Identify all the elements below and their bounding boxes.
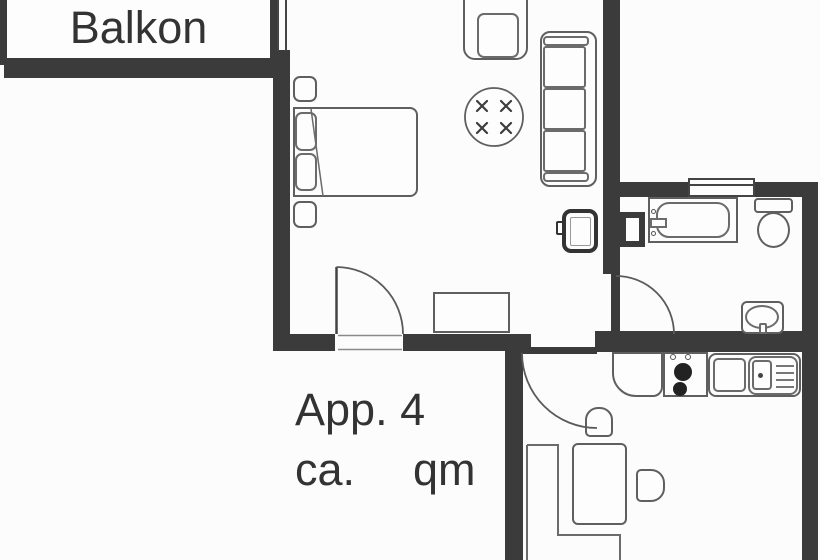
apartment-label: App. 4 [295, 384, 426, 435]
chair-icon [585, 407, 613, 437]
bathroom-window-icon [688, 178, 755, 197]
sofa-cushion-icon [543, 88, 586, 130]
wall-main-right [603, 0, 620, 274]
stove-burner-icon [673, 382, 687, 396]
tv-icon [562, 209, 598, 253]
bathtub-icon [656, 202, 730, 238]
wall-balcony-outer [4, 64, 285, 78]
stove-knob-icon [685, 354, 691, 360]
sofa-cushion-icon [543, 130, 586, 172]
bathroom-door-leaf [611, 274, 620, 335]
kitchen-cabinet-icon [713, 358, 746, 392]
desk-icon [572, 443, 627, 525]
nightstand-icon [293, 201, 317, 228]
kitchen-corner-unit-icon [612, 352, 663, 397]
faucet-icon [650, 218, 667, 228]
wall-bottom-b [403, 334, 531, 351]
balcony-door-window-icon [285, 0, 287, 51]
sofa-armrest-icon [543, 172, 589, 182]
stove-burner-icon [674, 363, 692, 381]
wall-bathroom-bottom [595, 331, 802, 352]
sofa-armrest-icon [543, 36, 589, 46]
area-prefix-label: ca. [295, 444, 356, 495]
chair-icon [636, 469, 665, 502]
faucet-handle-icon [651, 209, 656, 214]
wall-vertical-down [505, 348, 523, 560]
toilet-bowl-icon [757, 212, 790, 248]
bathroom-door-swing-icon [615, 275, 675, 335]
drainboard-line [776, 379, 794, 381]
stove-knob-icon [670, 354, 676, 360]
table-cross-marks [475, 99, 513, 135]
balcony-door-window-icon [277, 0, 279, 51]
balcony-outline: Balkon [0, 0, 277, 65]
sideboard-icon [433, 292, 510, 333]
kitchen-door-leaf [521, 347, 597, 354]
drainboard-line [776, 386, 794, 388]
area-unit-label: qm [413, 444, 476, 495]
nightstand-icon [293, 76, 317, 102]
installation-shaft-icon [620, 212, 645, 247]
pillow-icon [295, 153, 317, 191]
wall-bottom-a [273, 334, 335, 351]
armchair-seat-icon [477, 13, 519, 58]
entry-door-swing-icon [336, 266, 404, 335]
sofa-cushion-icon [543, 46, 586, 88]
wash-basin-tap-icon [759, 323, 767, 334]
wall-bathroom-top-left [618, 182, 688, 197]
round-dining-table-icon [464, 87, 524, 147]
balcony-label: Balkon [69, 2, 208, 53]
wall-left [273, 50, 290, 351]
wall-right [802, 182, 818, 560]
drainboard-line [776, 372, 794, 374]
drainboard-line [776, 365, 794, 367]
faucet-handle-icon [651, 231, 656, 236]
toilet-tank-icon [754, 198, 793, 213]
wall-bathroom-top-right [755, 182, 802, 197]
pillow-icon [295, 112, 317, 151]
sink-drain-icon [758, 373, 763, 378]
